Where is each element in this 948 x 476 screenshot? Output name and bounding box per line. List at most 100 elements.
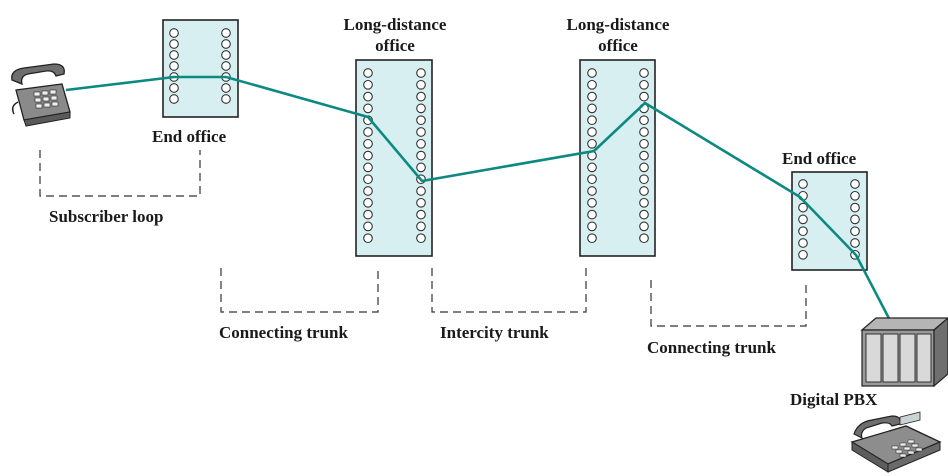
switch-port [363, 197, 373, 208]
switch-port [416, 186, 426, 196]
switch-port [416, 233, 426, 244]
end-office-left-switch [162, 19, 239, 118]
switch-port [221, 39, 231, 49]
switch-port [363, 174, 373, 185]
switch-port [416, 115, 426, 126]
switch-port [639, 115, 649, 126]
subscriber-loop-bracket [39, 150, 201, 197]
switch-port [639, 79, 649, 90]
switch-port [587, 115, 597, 126]
switch-port [639, 209, 649, 220]
switch-port [587, 186, 597, 196]
switch-port [363, 91, 373, 102]
digital-pbx-label: Digital PBX [790, 390, 878, 409]
switch-port [639, 150, 649, 161]
switch-port [169, 50, 179, 60]
switch-port [587, 174, 597, 185]
switch-port [416, 79, 426, 90]
switch-port [850, 202, 860, 213]
switch-port [169, 61, 179, 71]
switch-port [416, 68, 426, 78]
switch-port [850, 179, 860, 189]
switch-port [363, 186, 373, 196]
subscriber-loop-label: Subscriber loop [49, 207, 164, 226]
end-office-right-label: End office [782, 149, 857, 168]
switch-port [587, 138, 597, 149]
switch-port [416, 127, 426, 137]
switch-port [639, 91, 649, 102]
switch-port [363, 209, 373, 220]
switch-port [639, 68, 649, 78]
switch-port [169, 39, 179, 49]
call-connection-line [65, 75, 922, 379]
switch-port [416, 150, 426, 161]
switch-port [798, 179, 808, 189]
switch-port [221, 50, 231, 60]
switch-port [850, 190, 860, 201]
intercity-trunk-label: Intercity trunk [440, 323, 549, 342]
switch-port [587, 221, 597, 232]
end-office-left-label: End office [152, 127, 227, 146]
switch-port [363, 68, 373, 78]
digital-telephone-icon [850, 411, 942, 473]
long-distance-office-1-line2: office [375, 36, 415, 55]
long-distance-office-1-switch [355, 59, 433, 257]
switch-port [416, 103, 426, 114]
switch-port [363, 150, 373, 161]
long-distance-office-2-label: Long-distance office [543, 14, 693, 56]
switch-port [639, 197, 649, 208]
switch-port [416, 221, 426, 232]
switch-port [639, 221, 649, 232]
switch-port [798, 226, 808, 237]
switch-port [587, 197, 597, 208]
switch-port [363, 138, 373, 149]
connecting-trunk-right-bracket [650, 280, 807, 327]
switch-port [639, 174, 649, 185]
long-distance-office-2-line2: office [598, 36, 638, 55]
switch-port [587, 162, 597, 173]
long-distance-office-1-label: Long-distance office [320, 14, 470, 56]
switch-port [587, 103, 597, 114]
switch-port [587, 127, 597, 137]
switch-port [416, 162, 426, 173]
switch-port [221, 94, 231, 104]
switch-port [169, 94, 179, 104]
switch-port [850, 214, 860, 225]
switch-port [639, 233, 649, 244]
switch-port [363, 103, 373, 114]
switch-port [850, 238, 860, 248]
switch-port [363, 162, 373, 173]
desk-telephone-icon [11, 63, 71, 127]
switch-port [169, 83, 179, 93]
switch-port [798, 202, 808, 213]
switch-port [798, 214, 808, 225]
switch-port [587, 233, 597, 244]
switch-port [416, 138, 426, 149]
switch-port [639, 127, 649, 137]
connecting-trunk-left-label: Connecting trunk [219, 323, 348, 342]
switch-port [221, 83, 231, 93]
switch-port [587, 91, 597, 102]
long-distance-office-2-line1: Long-distance [566, 15, 670, 34]
switch-port [850, 226, 860, 237]
connecting-trunk-left-bracket [220, 268, 379, 313]
connecting-trunk-right-label: Connecting trunk [647, 338, 776, 357]
switch-port [587, 79, 597, 90]
long-distance-office-2-switch [579, 59, 656, 257]
switch-port [798, 238, 808, 248]
switch-port [639, 186, 649, 196]
switch-port [363, 221, 373, 232]
server-cabinet-icon [860, 317, 948, 388]
switch-port [363, 127, 373, 137]
switch-port [587, 209, 597, 220]
switch-port [639, 162, 649, 173]
switch-port [221, 61, 231, 71]
long-distance-office-1-line1: Long-distance [343, 15, 447, 34]
switch-port [221, 28, 231, 38]
switch-port [169, 28, 179, 38]
switch-port [416, 209, 426, 220]
intercity-trunk-bracket [431, 268, 587, 313]
switch-port [798, 249, 808, 260]
switch-port [363, 79, 373, 90]
switch-port [416, 91, 426, 102]
